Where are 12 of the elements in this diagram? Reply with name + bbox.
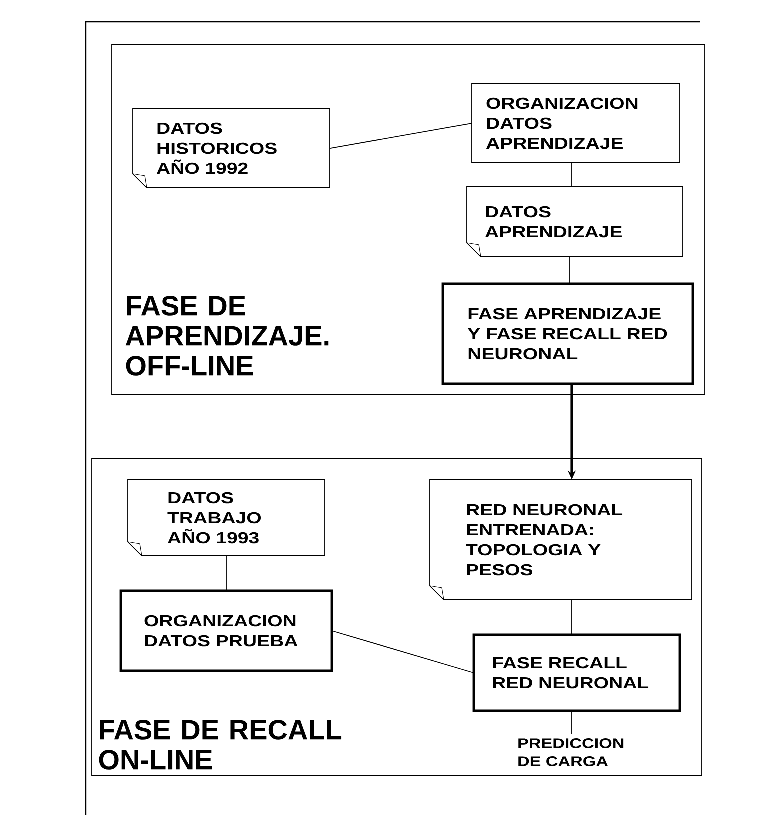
process-box: ORGANIZACION DATOS PRUEBA (120, 590, 334, 672)
connector-line (332, 630, 474, 674)
process-box: ORGANIZACION DATOS APRENDIZAJE (472, 84, 680, 164)
output-text: PREDICCION DE CARGA (518, 738, 624, 766)
document-box: DATOS HISTORICOS AÑO 1992 (132, 108, 330, 188)
document-box: DATOS TRABAJO AÑO 1993 (128, 480, 326, 556)
connector-line (330, 123, 472, 149)
process-box: FASE RECALL RED NEURONAL (472, 634, 682, 712)
process-box: FASE APRENDIZAJE Y FASE RECALL RED NEURONAL (442, 282, 694, 386)
connector-line (226, 556, 228, 592)
document-box: RED NEURONAL ENTRENADA: TOPOLOGIA Y PESOS (430, 480, 692, 600)
document-box: DATOS APRENDIZAJE (466, 186, 684, 258)
